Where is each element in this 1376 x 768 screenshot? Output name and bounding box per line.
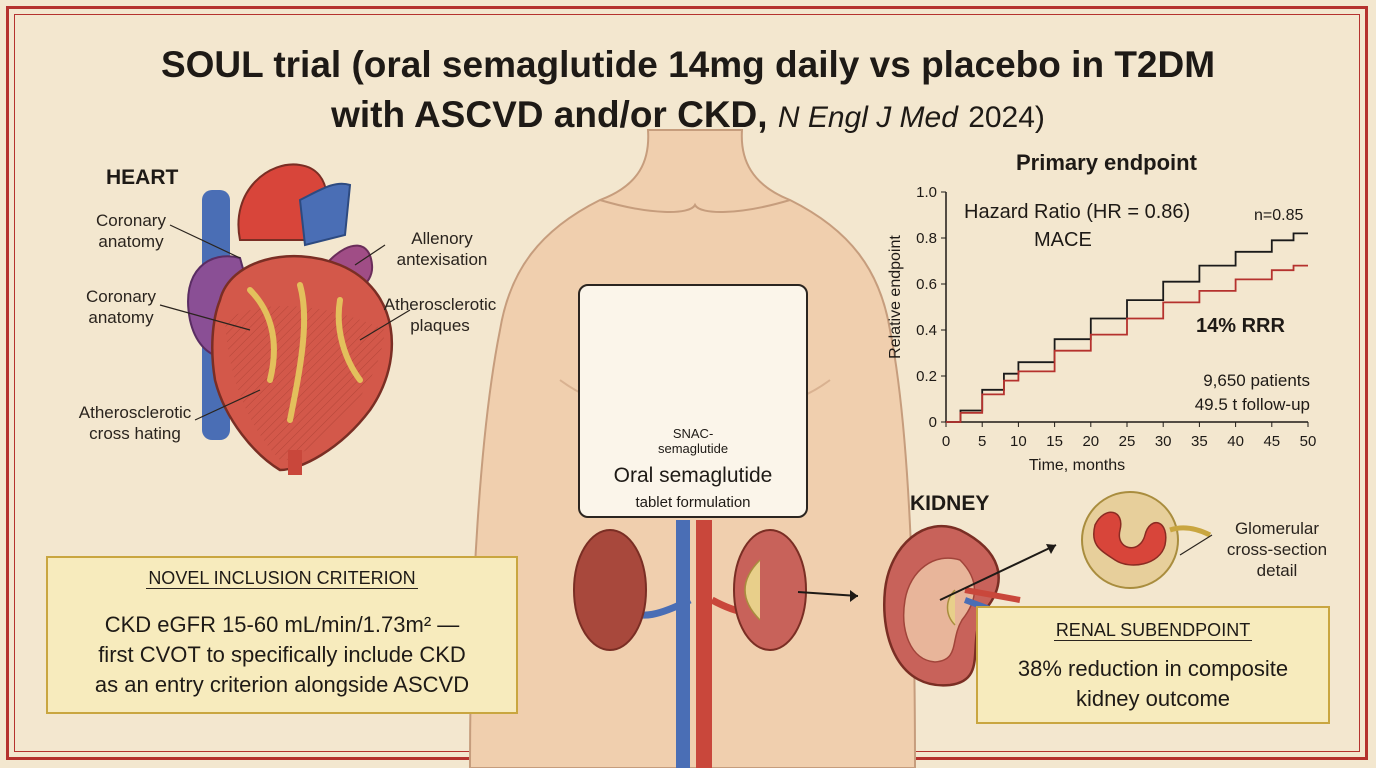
title-line-1: SOUL trial (oral semaglutide 14mg daily … [160, 44, 1216, 85]
label-plaques: Atherosclerotic plaques [383, 295, 497, 335]
heart-heading: HEART [106, 166, 179, 189]
chart-title: Primary endpoint [1016, 150, 1197, 175]
glomerulus-illustration [1081, 491, 1212, 589]
label-glomerular: Glomerular cross-section detail [1226, 519, 1328, 580]
kidney-heading: KIDNEY [910, 492, 990, 515]
tablet-title: Oral semaglutide [613, 464, 773, 487]
kidney-cross-section-illustration [883, 524, 1022, 687]
title-line-2: with ASCVD and/or CKD, N Engl J Med 2024… [60, 90, 1316, 143]
criterion-heading: NOVEL INCLUSION CRITERION [146, 568, 418, 589]
renal-subendpoint-box: RENAL SUBENDPOINT 38% reduction in compo… [976, 606, 1330, 724]
body-kidney-left [573, 529, 647, 651]
body-vessel-blue [676, 520, 690, 768]
tablet-snac-label: SNAC- semaglutide [658, 426, 729, 456]
body-vessel-red [696, 520, 712, 768]
inclusion-criterion-box: NOVEL INCLUSION CRITERION CKD eGFR 15-60… [46, 556, 518, 714]
page-title: SOUL trial (oral semaglutide 14mg daily … [60, 40, 1316, 143]
tablet-panel: SNAC- semaglutide Oral semaglutide table… [578, 284, 808, 518]
title-journal: N Engl J Med [777, 101, 958, 134]
label-coronary-anatomy-2: Coronary anatomy [86, 287, 156, 327]
tablet-subtitle: tablet formulation [635, 494, 751, 511]
renal-heading: RENAL SUBENDPOINT [1053, 620, 1253, 641]
title-year: 2024) [968, 101, 1045, 134]
heart-illustration [187, 163, 394, 475]
criterion-body: CKD eGFR 15-60 mL/min/1.73m² — first CVO… [94, 612, 470, 697]
label-coronary-anatomy-1: Coronary anatomy [96, 211, 166, 251]
label-allenory: Allenory antexisation [396, 229, 488, 269]
renal-body: 38% reduction in composite kidney outcom… [1017, 656, 1289, 711]
title-line-2-main: with ASCVD and/or CKD, [331, 94, 768, 135]
body-kidney-right [733, 529, 807, 651]
label-cross-hating: Atherosclerotic cross hating [78, 403, 192, 443]
